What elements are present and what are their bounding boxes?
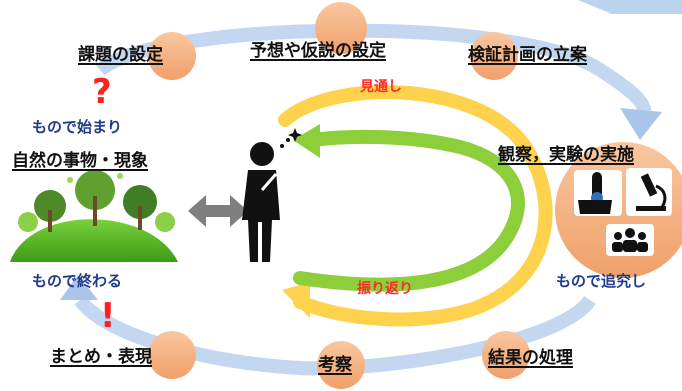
phrase-end-with-things: もので終わる	[32, 272, 123, 290]
step-observation-experiment: 観察，実験の実施	[498, 145, 634, 165]
foresight-arrow	[278, 85, 553, 327]
double-arrow-icon	[188, 195, 248, 227]
node-bottom	[317, 341, 365, 389]
step-hypothesis-setting: 予想や仮説の設定	[250, 41, 386, 61]
node-left-bottom	[148, 331, 196, 379]
step-verification-planning: 検証計画の立案	[468, 45, 587, 65]
phrase-natural-phenomena: 自然の事物・現象	[12, 151, 148, 171]
exclamation-mark-icon: !	[100, 296, 116, 336]
nature-globe-icon	[8, 168, 180, 263]
reflection-label: 振り返り	[357, 281, 413, 297]
step-discussion: 考察	[318, 355, 352, 375]
group-people-icon	[606, 224, 654, 256]
step-result-processing: 結果の処理	[488, 348, 573, 368]
node-left-top	[148, 32, 196, 80]
test-tube-hand-icon	[574, 170, 622, 216]
question-mark-icon: ?	[92, 72, 112, 112]
thinking-person-icon	[242, 128, 302, 262]
phrase-start-with-things: もので始まり	[32, 118, 123, 136]
reflection-arrow	[293, 124, 525, 292]
node-top	[315, 2, 367, 54]
node-right-top	[470, 32, 518, 80]
phrase-inquire-with-things: もので追究し	[556, 272, 647, 290]
microscope-icon	[626, 168, 672, 216]
node-right-bottom	[482, 331, 530, 379]
foresight-label: 見通し	[360, 79, 402, 95]
step-summary-expression: まとめ・表現	[50, 347, 152, 367]
step-problem-setting: 課題の設定	[78, 45, 163, 65]
